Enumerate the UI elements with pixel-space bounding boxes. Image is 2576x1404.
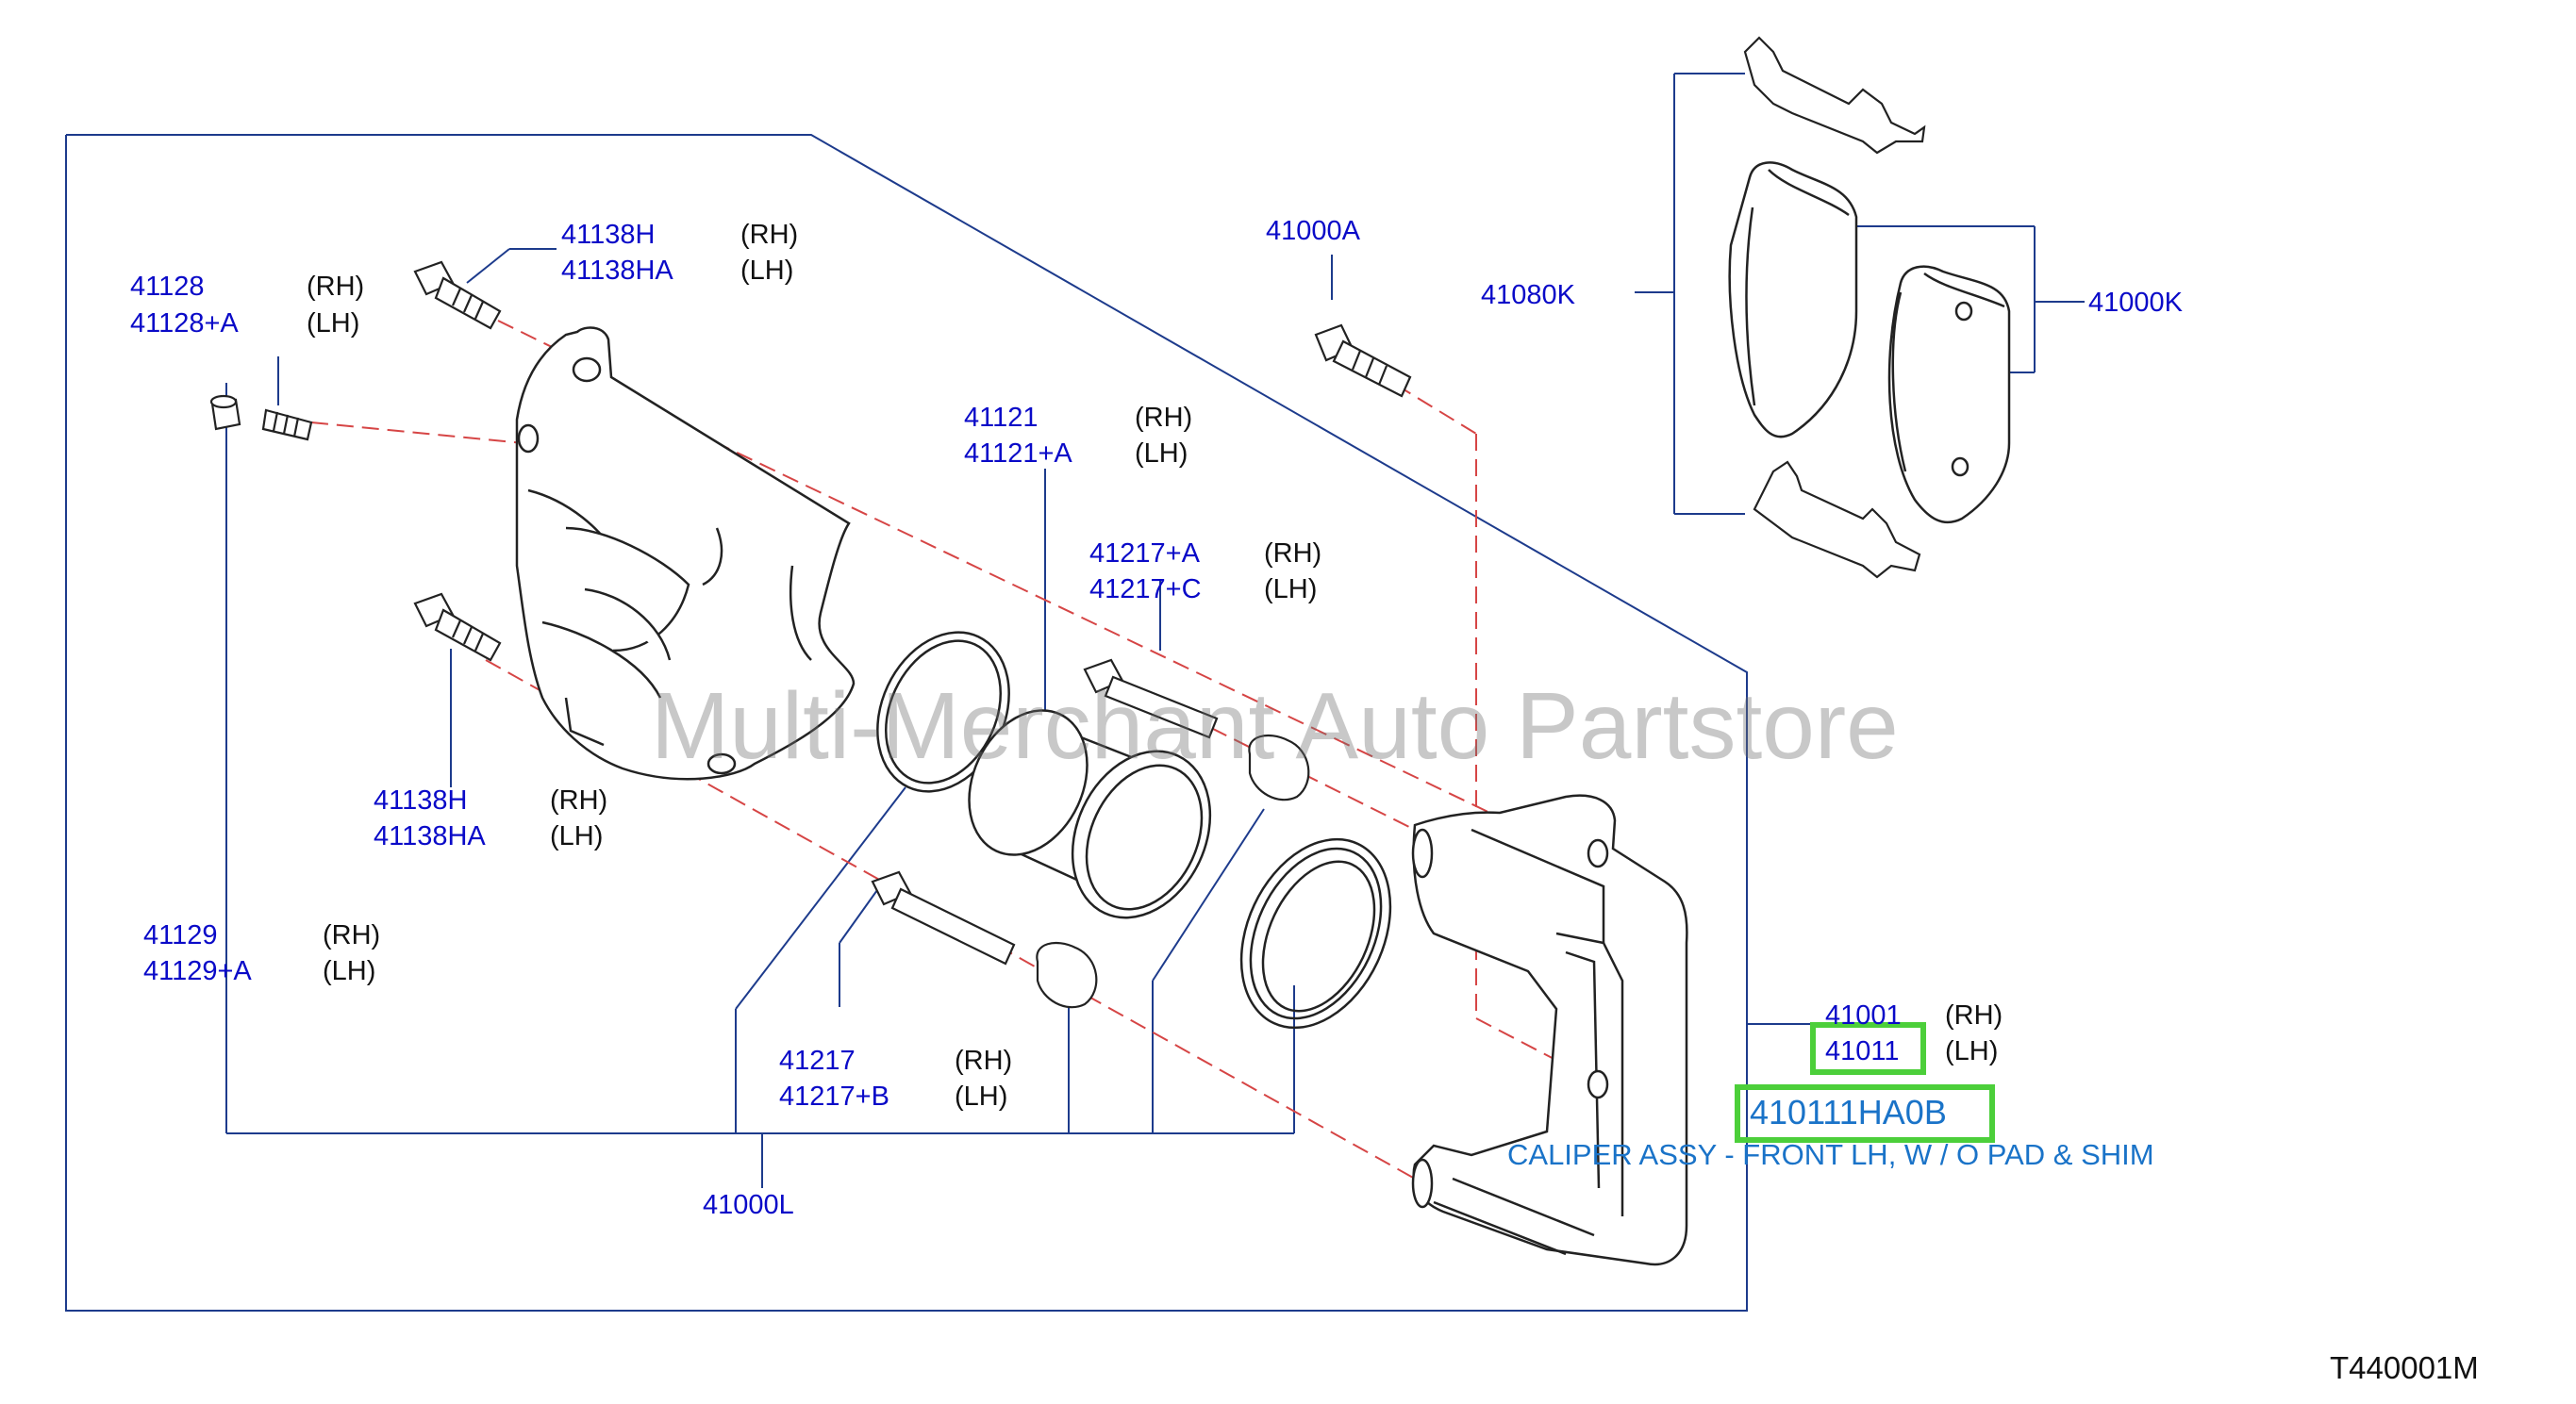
- caliper-body: [515, 326, 856, 781]
- watermark: Multi-Merchant Auto Partstore: [651, 673, 1899, 779]
- side-rh-41121: (RH): [1135, 403, 1193, 433]
- side-rh-41217: (RH): [955, 1046, 1013, 1076]
- piston: [968, 709, 1212, 919]
- label-41011[interactable]: 41011: [1825, 1036, 1900, 1066]
- dust-boot: [1239, 837, 1392, 1030]
- side-rh-41217a: (RH): [1264, 538, 1322, 569]
- label-41217c[interactable]: 41217+C: [1089, 574, 1202, 604]
- side-rh-41001: (RH): [1945, 1000, 2003, 1031]
- caliper-bracket: [1411, 794, 1688, 1266]
- side-lh-41128: (LH): [307, 308, 360, 339]
- part-description: CALIPER ASSY - FRONT LH, W / O PAD & SHI…: [1507, 1138, 2154, 1171]
- label-41129a[interactable]: 41129+A: [143, 956, 252, 986]
- label-41128a[interactable]: 41128+A: [130, 308, 239, 339]
- side-lh-41217b: (LH): [955, 1082, 1008, 1112]
- highlighted-part-number[interactable]: 410111HA0B: [1750, 1093, 1947, 1131]
- label-41138ha-bottom[interactable]: 41138HA: [374, 821, 486, 851]
- label-41138h-bottom[interactable]: 41138H: [374, 785, 468, 816]
- slide-pins: [871, 658, 1310, 1009]
- mounting-bolt: [1314, 323, 1412, 398]
- label-41080k[interactable]: 41080K: [1481, 280, 1575, 310]
- label-41001[interactable]: 41001: [1825, 1000, 1902, 1031]
- label-41138ha-top[interactable]: 41138HA: [561, 256, 673, 286]
- label-41217[interactable]: 41217: [779, 1046, 856, 1076]
- side-rh-41138-bottom: (RH): [550, 785, 608, 816]
- caliper-group-frame: [65, 134, 1748, 1312]
- highlight-boxes: [1735, 1022, 1995, 1143]
- leader-lines: [225, 73, 2085, 1188]
- label-41000a[interactable]: 41000A: [1266, 216, 1360, 246]
- side-rh-41128: (RH): [307, 272, 365, 302]
- side-lh-41217c: (LH): [1264, 574, 1318, 604]
- label-41138h-top[interactable]: 41138H: [561, 220, 656, 250]
- guide-bolts: [413, 260, 502, 662]
- side-lh-41129: (LH): [323, 956, 376, 986]
- label-41128[interactable]: 41128: [130, 272, 205, 302]
- label-41129[interactable]: 41129: [143, 920, 218, 950]
- label-41121[interactable]: 41121: [964, 403, 1039, 433]
- side-rh-41129: (RH): [323, 920, 381, 950]
- side-lh-41121: (LH): [1135, 438, 1188, 469]
- label-41121a[interactable]: 41121+A: [964, 438, 1072, 469]
- diagram-reference-code: T440001M: [2330, 1350, 2479, 1385]
- label-41217a[interactable]: 41217+A: [1089, 538, 1200, 569]
- side-lh-41138-bottom: (LH): [550, 821, 604, 851]
- pad-clips: [1743, 36, 1926, 579]
- bleeder-screw: [209, 394, 313, 441]
- label-41000k[interactable]: 41000K: [2088, 288, 2183, 318]
- label-41000l[interactable]: 41000L: [703, 1190, 794, 1220]
- side-rh-41138-top: (RH): [740, 220, 799, 250]
- side-lh-41138-top: (LH): [740, 256, 794, 286]
- brake-pads: [1728, 161, 2011, 524]
- label-41217b[interactable]: 41217+B: [779, 1082, 889, 1112]
- side-lh-41011: (LH): [1945, 1036, 1999, 1066]
